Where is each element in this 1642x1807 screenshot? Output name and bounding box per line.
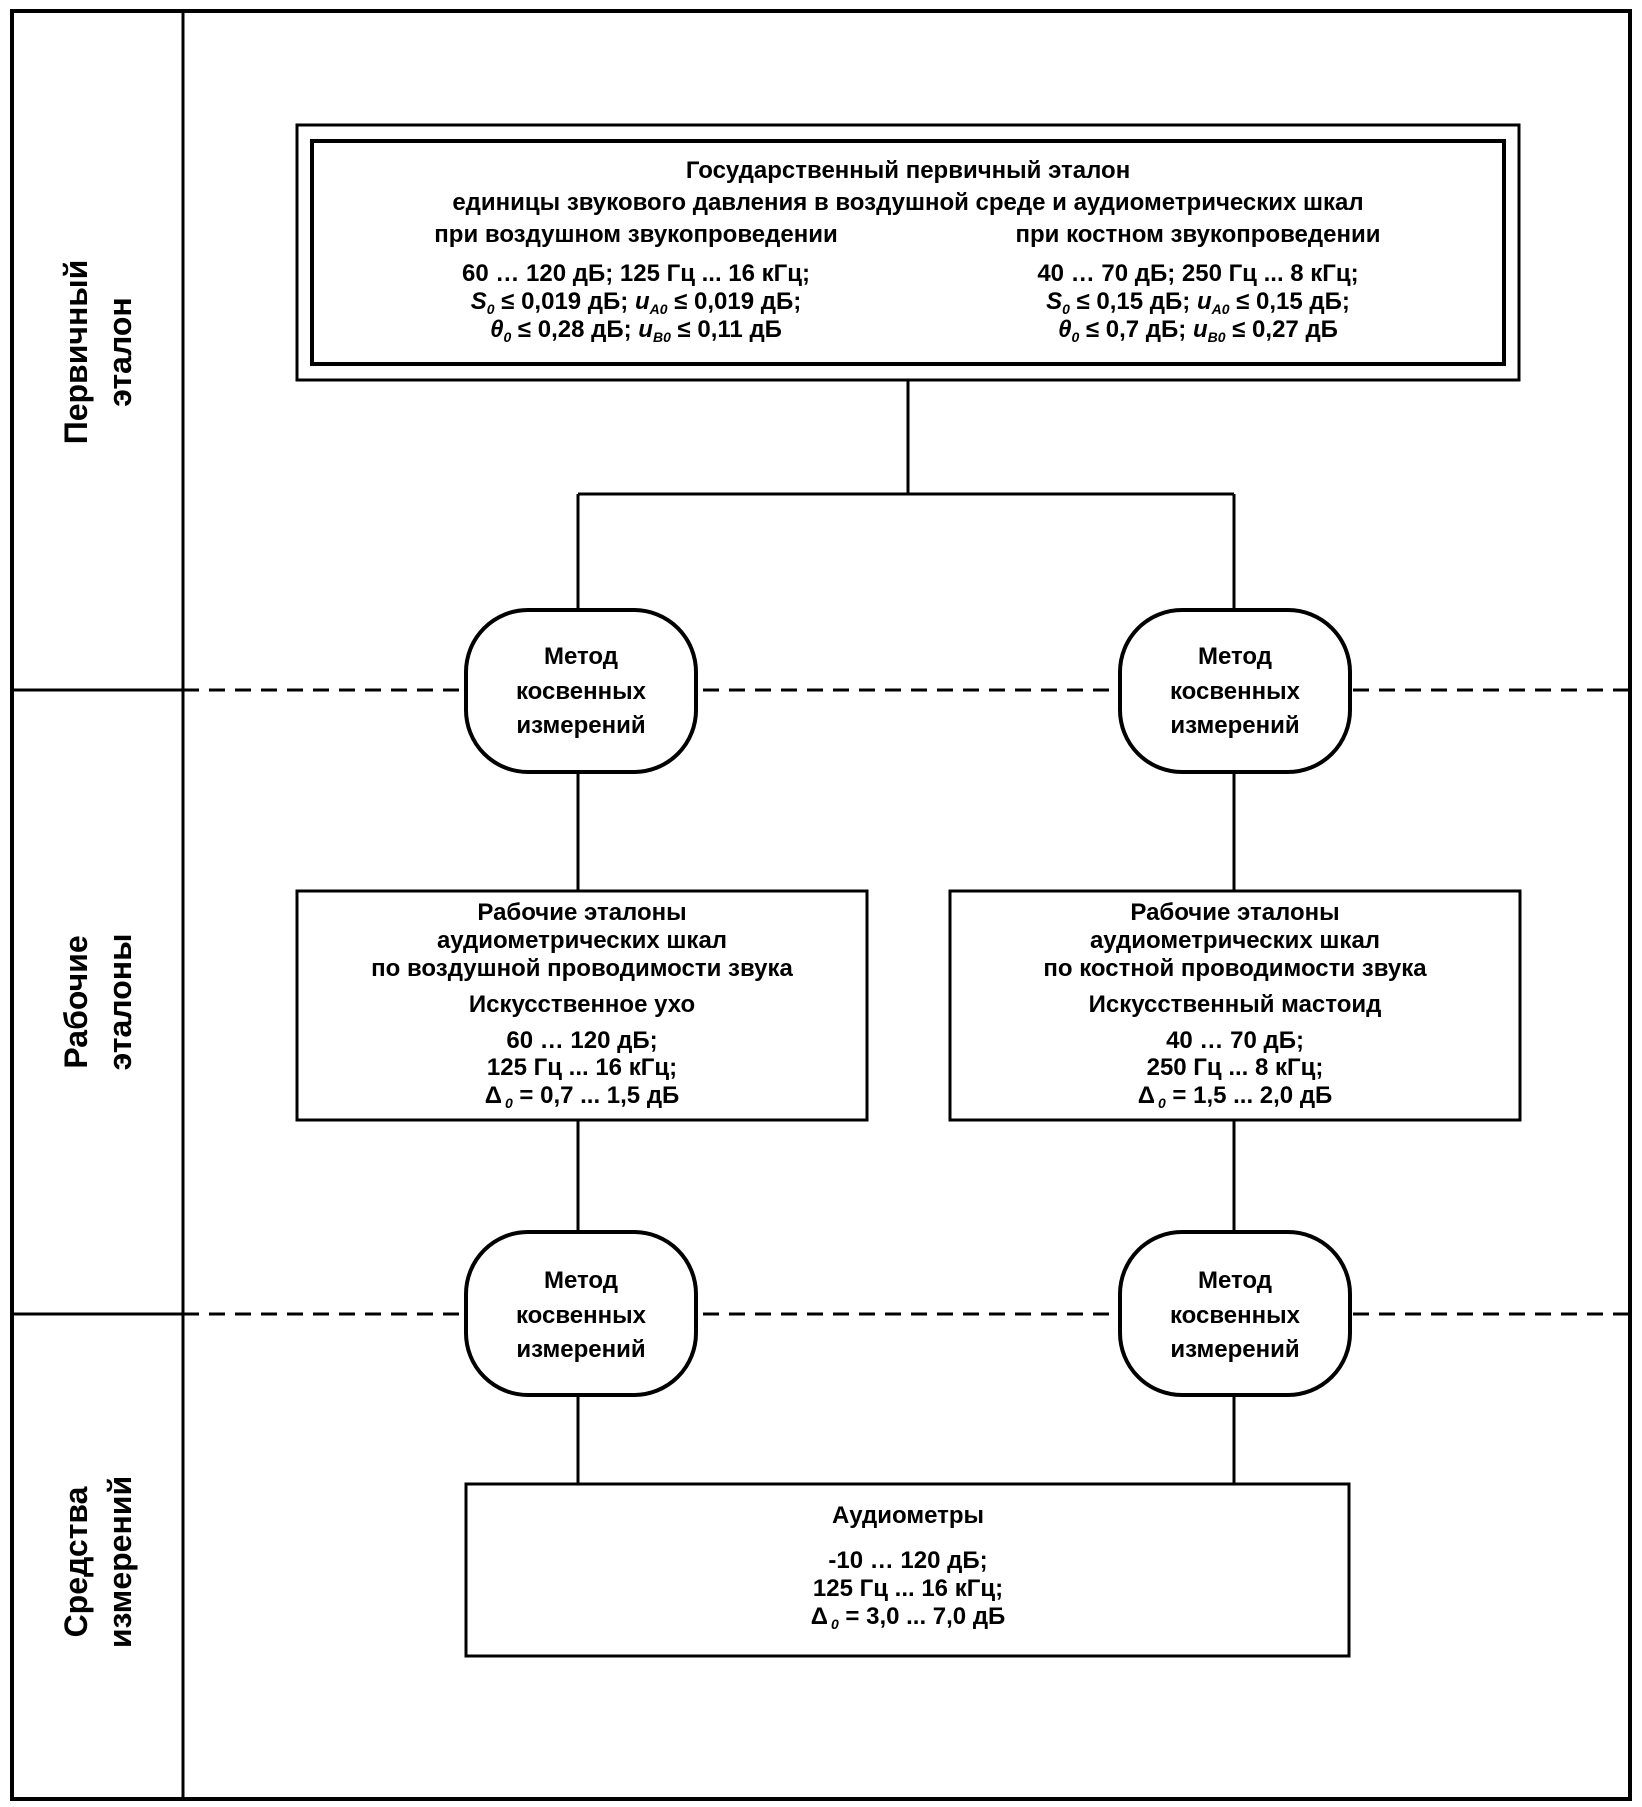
sidebar-label-working: Рабочие эталоны bbox=[58, 934, 138, 1071]
svg-text:измерений: измерений bbox=[516, 712, 645, 739]
svg-text:60 … 120 дБ;: 60 … 120 дБ; bbox=[506, 1027, 657, 1054]
svg-text:косвенных: косвенных bbox=[516, 678, 647, 705]
primary-air-range: 60 … 120 дБ; 125 Гц ... 16 кГц; bbox=[462, 260, 810, 287]
connectors bbox=[576, 380, 1236, 1484]
sidebar-label-primary: Первичный эталон bbox=[58, 260, 138, 445]
svg-text:Первичный: Первичный bbox=[58, 260, 94, 445]
svg-text:Аудиометры: Аудиометры bbox=[832, 1502, 984, 1529]
svg-text:Искусственный мастоид: Искусственный мастоид bbox=[1089, 991, 1382, 1018]
svg-text:Средства: Средства bbox=[58, 1486, 94, 1637]
svg-text:125 Гц ... 16 кГц;: 125 Гц ... 16 кГц; bbox=[487, 1054, 677, 1081]
svg-text:Метод: Метод bbox=[544, 643, 618, 670]
svg-text:измерений: измерений bbox=[102, 1476, 138, 1648]
svg-text:косвенных: косвенных bbox=[516, 1302, 647, 1329]
primary-bone-heading: при костном звукопроведении bbox=[1016, 221, 1381, 248]
svg-text:Δ0 = 3,0 ... 7,0 дБ: Δ0 = 3,0 ... 7,0 дБ bbox=[811, 1603, 1006, 1632]
svg-text:аудиометрических шкал: аудиометрических шкал bbox=[1090, 927, 1380, 954]
primary-standard-box-inner bbox=[310, 139, 1506, 366]
primary-standard-box-outer bbox=[295, 123, 1521, 382]
audiometers-box: Аудиометры -10 … 120 дБ; 125 Гц ... 16 к… bbox=[464, 1482, 1351, 1658]
working-standard-air-box: Рабочие эталоны аудиометрических шкал по… bbox=[295, 889, 869, 1122]
svg-text:Метод: Метод bbox=[544, 1267, 618, 1294]
svg-text:измерений: измерений bbox=[516, 1336, 645, 1363]
primary-bone-range: 40 … 70 дБ; 250 Гц ... 8 кГц; bbox=[1037, 260, 1358, 287]
svg-text:косвенных: косвенных bbox=[1170, 1302, 1301, 1329]
svg-text:Δ0 = 1,5 ... 2,0 дБ: Δ0 = 1,5 ... 2,0 дБ bbox=[1138, 1082, 1333, 1111]
primary-air-theta0-ub0: θ0 ≤ 0,28 дБ; uB0 ≤ 0,11 дБ bbox=[490, 316, 782, 345]
primary-bone-s0-ua0: S0 ≤ 0,15 дБ; uA0 ≤ 0,15 дБ; bbox=[1046, 288, 1350, 317]
primary-air-s0-ua0: S0 ≤ 0,019 дБ; uA0 ≤ 0,019 дБ; bbox=[471, 288, 802, 317]
svg-text:косвенных: косвенных bbox=[1170, 678, 1301, 705]
working-standard-bone-box: Рабочие эталоны аудиометрических шкал по… bbox=[948, 889, 1522, 1122]
svg-text:измерений: измерений bbox=[1170, 1336, 1299, 1363]
svg-text:Метод: Метод bbox=[1198, 643, 1272, 670]
primary-bone-theta0-ub0: θ0 ≤ 0,7 дБ; uB0 ≤ 0,27 дБ bbox=[1058, 316, 1338, 345]
svg-text:250 Гц ... 8 кГц;: 250 Гц ... 8 кГц; bbox=[1147, 1054, 1324, 1081]
primary-air-heading: при воздушном звукопроведении bbox=[434, 221, 837, 248]
svg-text:эталоны: эталоны bbox=[102, 934, 138, 1071]
method-node-upper-right: Метод косвенных измерений bbox=[1118, 608, 1352, 774]
svg-text:аудиометрических шкал: аудиометрических шкал bbox=[437, 927, 727, 954]
svg-text:Рабочие эталоны: Рабочие эталоны bbox=[1130, 899, 1339, 926]
svg-text:измерений: измерений bbox=[1170, 712, 1299, 739]
svg-text:Δ0 = 0,7 ... 1,5 дБ: Δ0 = 0,7 ... 1,5 дБ bbox=[485, 1082, 680, 1111]
svg-text:по воздушной проводимости звук: по воздушной проводимости звука bbox=[371, 955, 793, 982]
svg-text:40 … 70 дБ;: 40 … 70 дБ; bbox=[1166, 1027, 1304, 1054]
svg-text:Рабочие эталоны: Рабочие эталоны bbox=[477, 899, 686, 926]
svg-text:Искусственное ухо: Искусственное ухо bbox=[469, 991, 695, 1018]
method-node-lower-left: Метод косвенных измерений bbox=[464, 1230, 698, 1397]
svg-text:по костной проводимости звука: по костной проводимости звука bbox=[1043, 955, 1427, 982]
sidebar-label-instruments: Средства измерений bbox=[58, 1476, 138, 1648]
primary-title-line2: единицы звукового давления в воздушной с… bbox=[452, 189, 1363, 216]
svg-text:Метод: Метод bbox=[1198, 1267, 1272, 1294]
method-node-upper-left: Метод косвенных измерений bbox=[464, 608, 698, 774]
method-node-lower-right: Метод косвенных измерений bbox=[1118, 1230, 1352, 1397]
outer-frame bbox=[10, 9, 1632, 1801]
primary-title-line1: Государственный первичный эталон bbox=[686, 157, 1130, 184]
svg-text:-10 … 120 дБ;: -10 … 120 дБ; bbox=[828, 1547, 987, 1574]
svg-text:Рабочие: Рабочие bbox=[58, 935, 94, 1068]
svg-text:эталон: эталон bbox=[102, 297, 138, 407]
svg-text:125 Гц ... 16 кГц;: 125 Гц ... 16 кГц; bbox=[813, 1575, 1003, 1602]
